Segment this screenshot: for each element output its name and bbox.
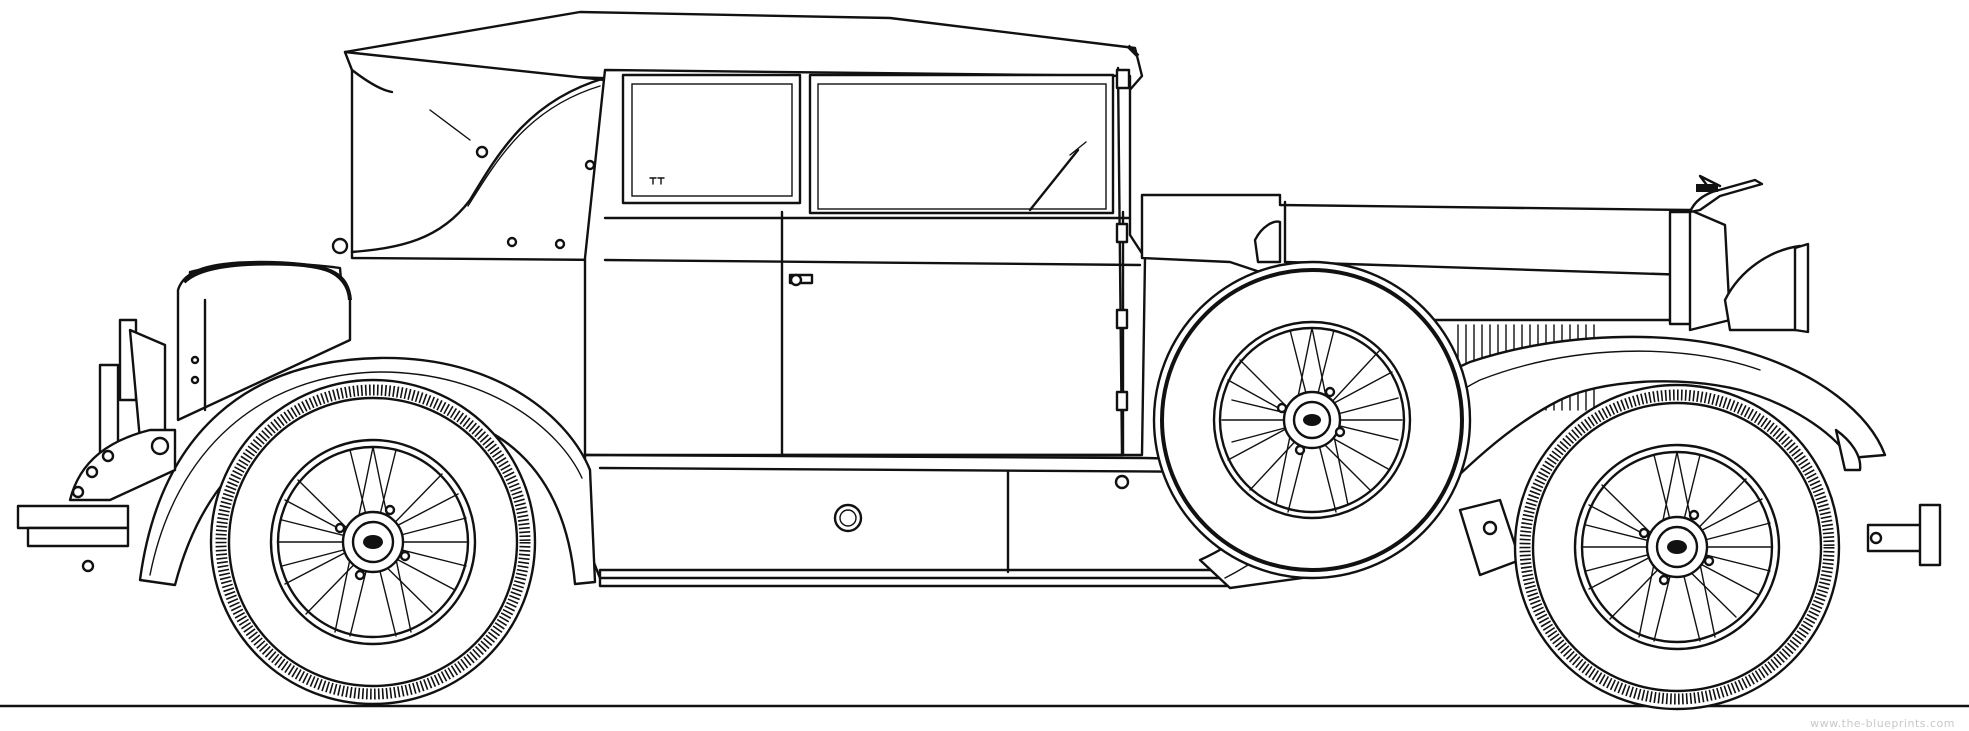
hood <box>1140 193 1732 411</box>
door <box>780 66 1131 457</box>
front-side-window <box>808 73 1115 215</box>
rear-side-window <box>621 73 802 205</box>
front-wheel <box>1513 383 1841 711</box>
soft-top <box>331 10 1144 262</box>
hood-mascot <box>1688 174 1764 214</box>
rear-wheel <box>209 378 537 706</box>
rear-bumper <box>16 318 177 573</box>
front-bumper <box>1458 498 1942 577</box>
fuel-cap <box>833 503 863 533</box>
cabin <box>583 68 1147 457</box>
watermark-text: www.the-blueprints.com <box>1810 717 1955 730</box>
rear-section <box>138 260 597 587</box>
spare-tire <box>1152 260 1472 580</box>
lower-body <box>583 453 1232 588</box>
headlamp <box>1793 242 1810 334</box>
